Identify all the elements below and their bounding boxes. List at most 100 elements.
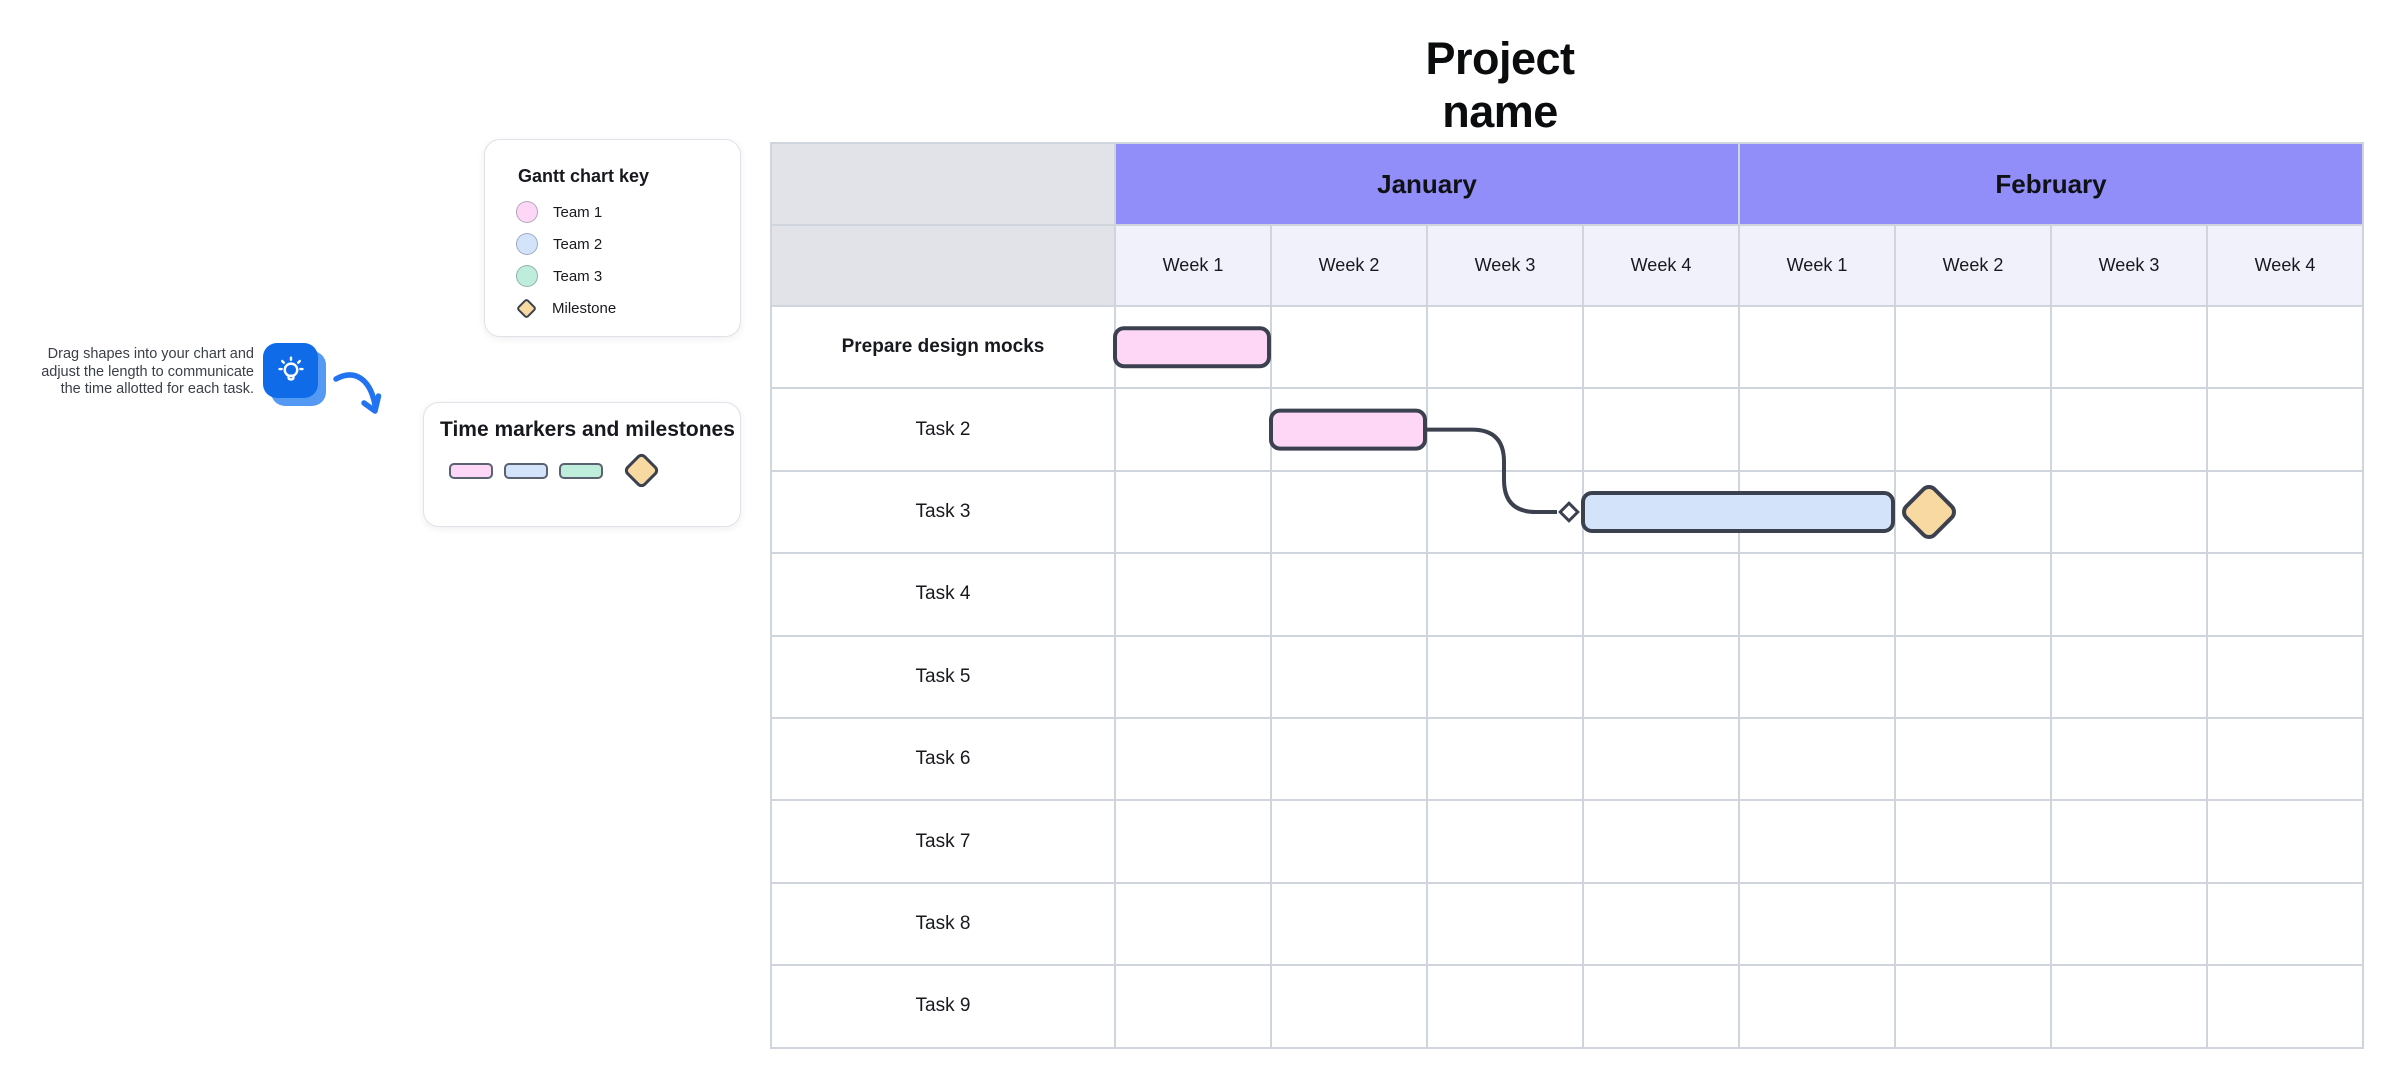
grid-cell[interactable] (1584, 307, 1738, 388)
grid-cell[interactable] (1116, 554, 1270, 635)
time-markers-panel[interactable]: Time markers and milestones (423, 402, 741, 527)
grid-cell[interactable] (2208, 636, 2362, 717)
grid-cell[interactable] (1896, 636, 2050, 717)
grid-cell[interactable] (1896, 801, 2050, 882)
grid-cell[interactable] (1896, 966, 2050, 1047)
grid-cell[interactable] (1740, 966, 1894, 1047)
grid-cell[interactable] (1740, 718, 1894, 800)
week-header-cell[interactable]: Week 4 (1584, 226, 1738, 305)
week-header-cell[interactable]: Week 2 (1896, 226, 2050, 305)
task-bar[interactable] (1113, 326, 1271, 369)
grid-cell[interactable] (1116, 801, 1270, 882)
grid-cell[interactable] (2208, 471, 2362, 553)
grid-cell[interactable] (1272, 471, 1426, 553)
grid-cell[interactable] (1584, 883, 1738, 965)
grid-cell[interactable] (1584, 636, 1738, 717)
task-label-cell[interactable]: Task 6 (772, 718, 1114, 800)
grid-cell[interactable] (1116, 471, 1270, 553)
task-bar[interactable] (1581, 491, 1895, 533)
grid-cell[interactable] (1896, 554, 2050, 635)
grid-cell[interactable] (1428, 966, 1582, 1047)
key-item-label: Team 1 (553, 203, 603, 221)
project-title[interactable]: Project name (1425, 33, 1575, 137)
grid-cell[interactable] (2052, 966, 2206, 1047)
week-header-cell[interactable]: Week 1 (1740, 226, 1894, 305)
grid-cell[interactable] (1272, 718, 1426, 800)
task-label-cell[interactable]: Task 5 (772, 636, 1114, 717)
grid-cell[interactable] (2052, 801, 2206, 882)
grid-cell[interactable] (1584, 554, 1738, 635)
grid-cell[interactable] (1272, 883, 1426, 965)
grid-cell[interactable] (2208, 966, 2362, 1047)
grid-cell[interactable] (1584, 389, 1738, 470)
grid-cell[interactable] (1896, 883, 2050, 965)
grid-cell[interactable] (1116, 883, 1270, 965)
grid-cell[interactable] (2208, 389, 2362, 470)
grid-cell[interactable] (1116, 718, 1270, 800)
week-header-cell[interactable]: Week 2 (1272, 226, 1426, 305)
grid-cell[interactable] (2052, 636, 2206, 717)
week-header-cell[interactable]: Week 3 (1428, 226, 1582, 305)
week-header-cell[interactable]: Week 1 (1116, 226, 1270, 305)
grid-cell[interactable] (1584, 801, 1738, 882)
month-header-cell[interactable]: February (1740, 144, 2362, 224)
grid-cell[interactable] (2052, 389, 2206, 470)
grid-cell[interactable] (1896, 389, 2050, 470)
grid-cell[interactable] (1428, 636, 1582, 717)
grid-cell[interactable] (1740, 389, 1894, 470)
grid-cell[interactable] (1428, 307, 1582, 388)
grid-cell[interactable] (1740, 636, 1894, 717)
grid-cell[interactable] (2208, 718, 2362, 800)
task-label-cell[interactable]: Task 3 (772, 471, 1114, 553)
lightbulb-glyph (277, 355, 304, 381)
grid-cell[interactable] (1428, 718, 1582, 800)
grid-cell[interactable] (2208, 801, 2362, 882)
week-header-cell[interactable]: Week 3 (2052, 226, 2206, 305)
grid-cell[interactable] (1272, 636, 1426, 717)
draggable-time-marker-bar[interactable] (559, 462, 603, 479)
grid-cell[interactable] (1428, 883, 1582, 965)
grid-cell[interactable] (1740, 801, 1894, 882)
grid-cell[interactable] (1740, 554, 1894, 635)
task-label-cell[interactable]: Task 9 (772, 966, 1114, 1047)
task-label-cell[interactable]: Task 7 (772, 801, 1114, 882)
grid-cell[interactable] (1896, 718, 2050, 800)
grid-cell[interactable] (2208, 554, 2362, 635)
task-label-cell[interactable]: Prepare design mocks (772, 307, 1114, 388)
grid-cell[interactable] (1272, 966, 1426, 1047)
grid-cell[interactable] (1116, 389, 1270, 470)
grid-cell[interactable] (2208, 307, 2362, 388)
draggable-time-marker-bar[interactable] (504, 462, 548, 479)
task-label-cell[interactable]: Task 2 (772, 389, 1114, 470)
key-item: Milestone (485, 292, 740, 324)
grid-cell[interactable] (1740, 883, 1894, 965)
grid-cell[interactable] (1896, 307, 2050, 388)
grid-cell[interactable] (2052, 883, 2206, 965)
grid-cell[interactable] (2052, 718, 2206, 800)
draggable-time-marker-bar[interactable] (449, 462, 493, 479)
task-bar[interactable] (1269, 408, 1427, 451)
grid-cell[interactable] (1428, 801, 1582, 882)
grid-cell[interactable] (1272, 554, 1426, 635)
grid-cell[interactable] (1272, 801, 1426, 882)
grid-cell[interactable] (2052, 554, 2206, 635)
milestone-diamond[interactable] (1901, 484, 1958, 541)
month-header-cell[interactable]: January (1116, 144, 1738, 224)
grid-cell[interactable] (2052, 307, 2206, 388)
grid-cell[interactable] (1584, 966, 1738, 1047)
grid-cell[interactable] (2052, 471, 2206, 553)
grid-cell[interactable] (1428, 554, 1582, 635)
task-label-cell[interactable]: Task 4 (772, 554, 1114, 635)
grid-cell[interactable] (2208, 883, 2362, 965)
task-label-cell[interactable]: Task 8 (772, 883, 1114, 965)
grid-cell[interactable] (1116, 966, 1270, 1047)
draggable-milestone-diamond[interactable] (622, 451, 661, 490)
grid-cell[interactable] (1584, 718, 1738, 800)
grid-cell[interactable] (1116, 636, 1270, 717)
grid-cell[interactable] (1740, 307, 1894, 388)
grid-cell[interactable] (1272, 307, 1426, 388)
week-header-cell[interactable]: Week 4 (2208, 226, 2362, 305)
dependency-connector[interactable] (1425, 427, 1557, 514)
